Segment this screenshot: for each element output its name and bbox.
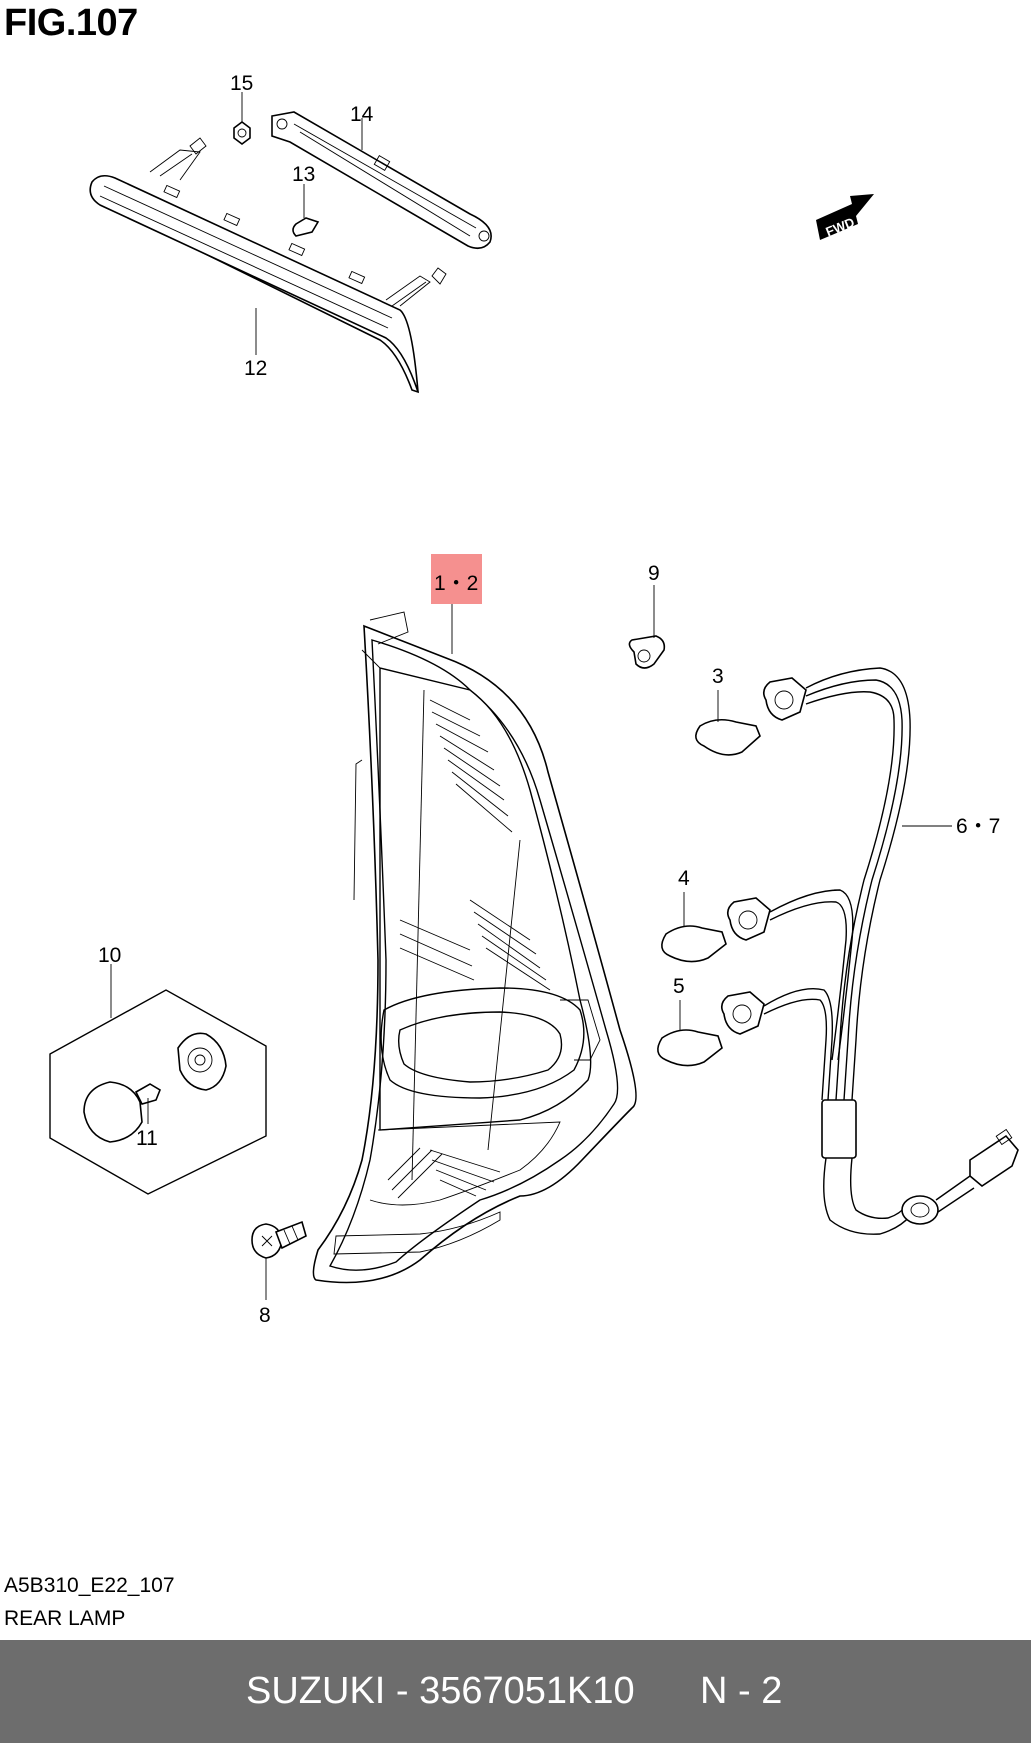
bulb-3[interactable]: [695, 690, 761, 756]
diagram-caption: REAR LAMP: [4, 1607, 126, 1630]
callout-5: 5: [673, 975, 685, 998]
callout-14: 14: [350, 103, 374, 126]
callout-4: 4: [678, 867, 690, 890]
drawing-code: A5B310_E22_107: [4, 1574, 175, 1597]
callout-highlight: [431, 554, 482, 604]
callout-13: 13: [292, 163, 315, 186]
rear-combination-lamp[interactable]: [312, 600, 637, 1284]
callout-6-7: 6・7: [956, 815, 1000, 838]
bulb-5[interactable]: [657, 1000, 723, 1067]
callout-15: 15: [230, 72, 253, 95]
socket-kit-10[interactable]: [49, 964, 267, 1195]
callout-9: 9: [648, 562, 660, 585]
figure-title: FIG.107: [4, 2, 138, 44]
clip-9[interactable]: [628, 585, 666, 669]
callout-12: 12: [244, 357, 267, 380]
callout-1-2: 1・2: [434, 572, 478, 595]
high-mount-stop-lamp[interactable]: [89, 137, 447, 394]
callout-3: 3: [712, 665, 724, 688]
screw-8[interactable]: [251, 1220, 307, 1300]
lamp-lens-hatching: [387, 699, 551, 1199]
nut-15[interactable]: [233, 92, 251, 145]
part-number: SUZUKI - 3567051K10: [246, 1670, 635, 1712]
lamp-harness-14[interactable]: [271, 111, 492, 250]
fwd-arrow-icon: FWD: [816, 194, 874, 240]
callout-10: 10: [98, 944, 121, 967]
wiring-harness[interactable]: [720, 667, 1019, 1235]
footer-bar: SUZUKI - 3567051K10 N - 2: [0, 1640, 1031, 1743]
parts-diagram: FWD: [49, 72, 1019, 1327]
callout-11: 11: [136, 1127, 158, 1150]
callout-8: 8: [259, 1304, 271, 1327]
bulb-4[interactable]: [661, 892, 727, 963]
page-indicator: N - 2: [700, 1670, 783, 1712]
bulb-13[interactable]: [292, 184, 320, 237]
